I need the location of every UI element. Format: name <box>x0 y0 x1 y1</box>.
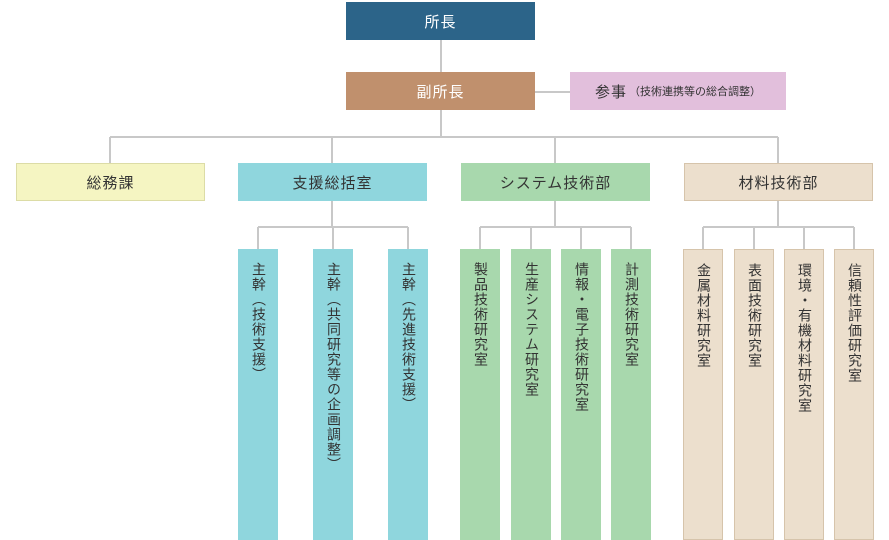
materials-lab-label: 環境・有機材料研究室 <box>796 263 812 413</box>
systems-lab-label: 製品技術研究室 <box>472 262 488 367</box>
deputy-director-box: 副所長 <box>346 72 535 110</box>
support-office-label: 支援総括室 <box>292 173 373 192</box>
materials-lab-surface: 表面技術研究室 <box>734 249 774 540</box>
materials-lab-environment-organic: 環境・有機材料研究室 <box>784 249 824 540</box>
materials-lab-metal: 金属材料研究室 <box>683 249 723 540</box>
advisor-note: （技術連携等の総合調整） <box>629 85 761 98</box>
materials-lab-reliability: 信頼性評価研究室 <box>834 249 874 540</box>
materials-lab-label: 信頼性評価研究室 <box>846 263 862 383</box>
support-unit-advanced: 主幹（先進技術支援） <box>388 249 428 540</box>
materials-lab-label: 金属材料研究室 <box>695 263 711 368</box>
advisor-title: 参事 <box>594 82 627 101</box>
support-unit-joint-research: 主幹（共同研究等の企画調整） <box>313 249 353 540</box>
support-office-box: 支援総括室 <box>238 163 427 201</box>
materials-department-box: 材料技術部 <box>684 163 873 201</box>
systems-lab-info-electronics: 情報・電子技術研究室 <box>561 249 601 540</box>
support-unit-label: 主幹（共同研究等の企画調整） <box>325 262 341 472</box>
support-unit-label: 主幹（技術支援） <box>250 262 266 382</box>
general-affairs-box: 総務課 <box>16 163 205 201</box>
deputy-director-label: 副所長 <box>416 82 465 101</box>
general-affairs-label: 総務課 <box>86 173 135 192</box>
systems-lab-production: 生産システム研究室 <box>511 249 551 540</box>
systems-lab-measurement: 計測技術研究室 <box>611 249 651 540</box>
systems-department-box: システム技術部 <box>461 163 650 201</box>
materials-department-label: 材料技術部 <box>738 173 819 192</box>
director-label: 所長 <box>424 12 457 31</box>
systems-department-label: システム技術部 <box>499 173 612 192</box>
materials-lab-label: 表面技術研究室 <box>746 263 762 368</box>
systems-lab-product: 製品技術研究室 <box>460 249 500 540</box>
systems-lab-label: 情報・電子技術研究室 <box>573 262 589 412</box>
director-box: 所長 <box>346 2 535 40</box>
support-unit-label: 主幹（先進技術支援） <box>400 262 416 412</box>
support-unit-technical: 主幹（技術支援） <box>238 249 278 540</box>
systems-lab-label: 生産システム研究室 <box>523 262 539 397</box>
systems-lab-label: 計測技術研究室 <box>623 262 639 367</box>
advisor-box: 参事（技術連携等の総合調整） <box>570 72 786 110</box>
